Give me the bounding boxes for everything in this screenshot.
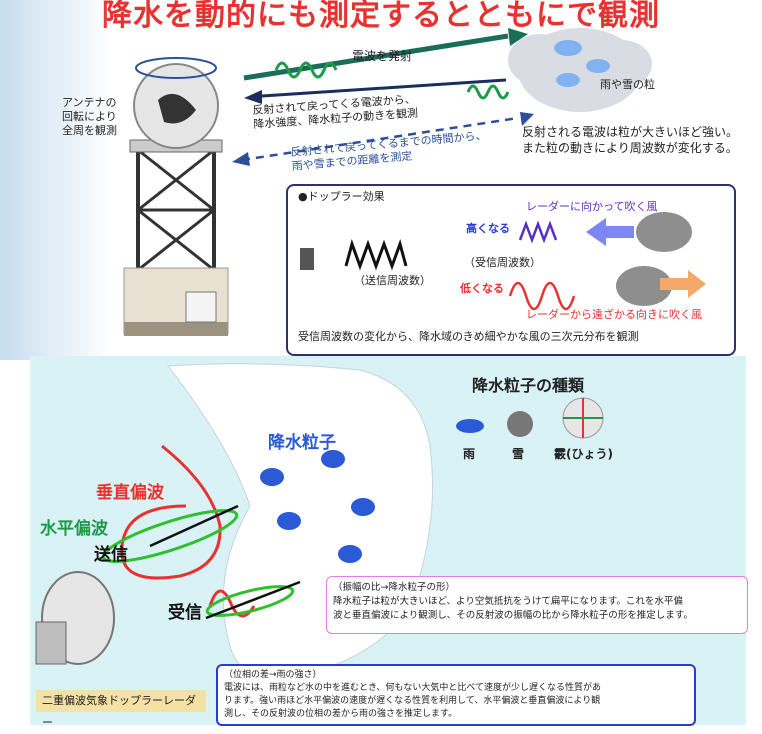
horizontal-wave-icon [101, 509, 239, 563]
doppler-box: ●ドップラー効果 レーダーに向かって吹く風 高くなる （受信周波数） （送信周波… [286, 184, 736, 356]
title-fade [0, 0, 110, 360]
radar-tower-diagram [123, 28, 652, 336]
particle-icon [351, 498, 375, 516]
send-arrow [149, 504, 239, 548]
phase-box: （位相の差→雨の強さ） 電波には、雨粒など水の中を進むとき、何もない大気中と比べ… [216, 664, 696, 726]
toward-arrow-icon [586, 218, 634, 246]
amplitude-box: （振幅の比→降水粒子の形） 降水粒子は粒が大きいほど、より空気抵抗をうけて扁平に… [326, 576, 748, 634]
toward-label: レーダーに向かって吹く風 [526, 200, 658, 213]
vertical-label: 垂直偏波 [96, 483, 164, 503]
type-snow: 雪 [512, 447, 525, 461]
doppler-conclusion: 受信周波数の変化から、降水域のきめ細やかな風の三次元分布を観測 [298, 330, 639, 343]
vertical-wave-icon [120, 444, 222, 580]
antenna-label: アンテナの 回転により 全周を観測 [62, 96, 117, 137]
emit-label: 電波を発射 [352, 49, 413, 63]
rotation-arrow-icon [135, 57, 217, 79]
types-heading: 降水粒子の種類 [472, 376, 585, 395]
particles-label-lower: 降水粒子 [268, 433, 336, 453]
away-label: レーダーから遠ざかる向きに吹く風 [526, 308, 702, 321]
type-hail: 霰(ひょう) [554, 447, 613, 461]
receive-arrow [205, 580, 301, 620]
lower-label: 低くなる [460, 282, 504, 295]
send-label: 送信 [94, 545, 128, 565]
receive-label: 受信 [168, 603, 202, 623]
dish-icon [158, 93, 196, 124]
away-arrow-icon [660, 270, 706, 298]
radar-name-bar: 二重偏波気象ドップラーレーダー [36, 690, 206, 729]
high-wave-icon [518, 220, 558, 244]
small-dish-icon [300, 248, 314, 270]
sent-label: （送信周波数） [354, 274, 431, 287]
emit-wave-icon [274, 61, 338, 79]
page-title: 降水を動的にも測定するとともにで観測 [102, 0, 660, 33]
distance-arrow [241, 116, 519, 162]
particle-icon [321, 450, 345, 468]
particles-label: 雨や雪の粒 [600, 78, 655, 91]
sent-wave-icon [344, 239, 408, 271]
received-label: （受信周波数） [464, 256, 541, 269]
doppler-heading: ●ドップラー効果 [298, 190, 385, 203]
cloud-icon [508, 28, 652, 112]
cloud-away-icon [616, 266, 672, 306]
reflection-note: 反射される電波は粒が大きいほど強い。 また粒の動きにより周波数が変化する。 [522, 125, 739, 155]
reflect-arrow [261, 78, 507, 98]
particle-icon [260, 468, 284, 486]
particle-icon [338, 545, 362, 563]
horizontal-label: 水平偏波 [40, 519, 108, 539]
higher-label: 高くなる [466, 222, 510, 235]
rain-type-icon [456, 419, 484, 433]
low-wave-icon [508, 281, 576, 311]
particle-icon [277, 512, 301, 530]
radar-tower [123, 139, 229, 336]
snow-type-icon [507, 411, 533, 437]
radar-name: 二重偏波気象ドップラーレーダー [42, 694, 196, 729]
type-rain: 雨 [463, 447, 476, 461]
cloud-toward-icon [636, 212, 692, 252]
dish-radar-icon [35, 571, 115, 665]
